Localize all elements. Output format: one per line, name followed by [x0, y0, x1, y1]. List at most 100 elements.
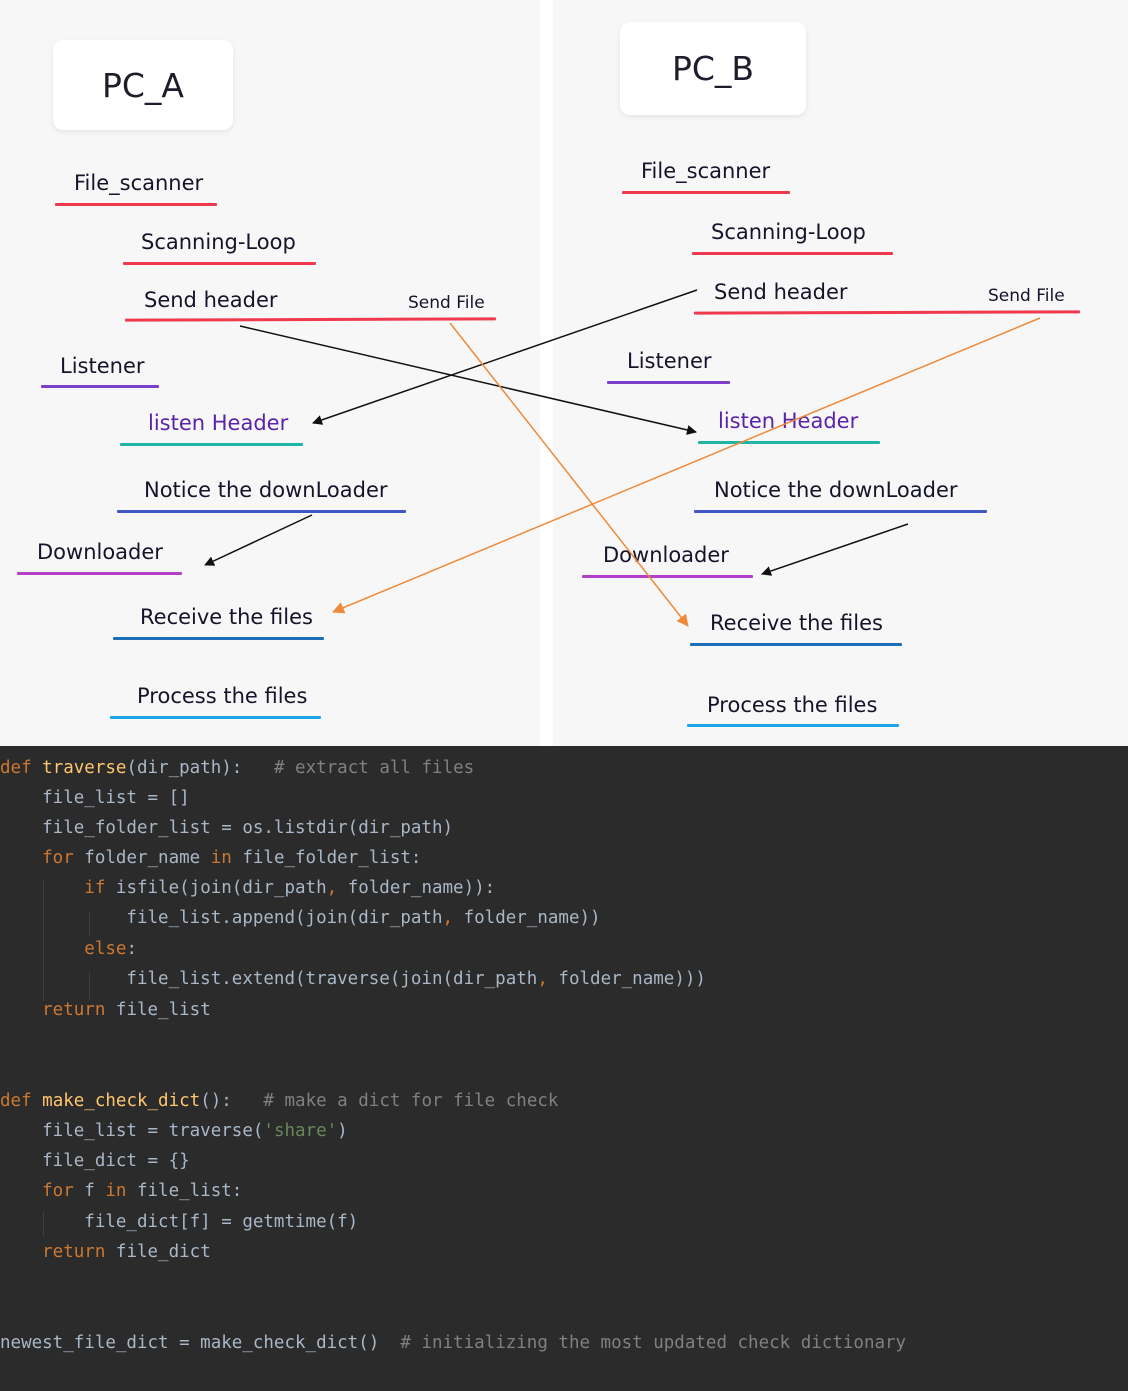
code-line: return file_list: [0, 998, 211, 1022]
code-line: file_list.append(join(dir_path, folder_n…: [0, 906, 601, 930]
code-token: ): [337, 1121, 348, 1141]
pc-b-scanning-loop-underline: [692, 252, 893, 255]
code-token: ,: [326, 878, 348, 898]
pc-b-receive-files: Receive the files: [710, 611, 883, 635]
code-token: # initializing the most updated check di…: [400, 1333, 907, 1353]
code-line: file_list = traverse('share'): [0, 1119, 348, 1143]
pc-a-notice-downloader: Notice the downLoader: [144, 478, 388, 502]
pc-a-listener-underline: [41, 385, 159, 388]
code-token: file_list = traverse(: [0, 1121, 264, 1141]
pc-a-title: PC_A: [101, 65, 185, 105]
pc-a-receive-files-underline: [113, 637, 324, 640]
indent-guide: [43, 881, 44, 1001]
code-token: file_list: [115, 1000, 211, 1020]
pc-b-listen-header: listen Header: [718, 409, 859, 433]
code-token: def: [0, 1091, 43, 1111]
code-token: file_list.extend(traverse(join(dir_path: [0, 969, 538, 989]
code-token: folder_name: [84, 848, 211, 868]
code-token: # extract all files: [273, 758, 475, 778]
code-token: traverse: [42, 758, 127, 778]
pc-b-scanning-loop: Scanning-Loop: [711, 220, 866, 244]
code-token: ():: [200, 1091, 264, 1111]
code-token: :: [126, 939, 137, 959]
indent-guide: [43, 1212, 44, 1236]
code-token: f: [84, 1181, 106, 1201]
pc-b-listener: Listener: [627, 349, 712, 373]
code-token: file_dict[f] = getmtime(f): [0, 1212, 359, 1232]
pc-b-process-files-underline: [687, 724, 899, 727]
pc-a-receive-files: Receive the files: [140, 605, 313, 629]
code-editor: def traverse(dir_path): # extract all fi…: [0, 746, 1128, 1391]
code-token: in: [105, 1181, 137, 1201]
pc-b-downloader-underline: [582, 575, 753, 578]
pc-b-file-scanner: File_scanner: [641, 159, 771, 183]
code-token: (dir_path):: [126, 758, 274, 778]
pc-a-listener: Listener: [60, 354, 145, 378]
code-line: for folder_name in file_folder_list:: [0, 846, 421, 870]
code-token: # make a dict for file check: [263, 1091, 559, 1111]
code-token: file_dict: [115, 1242, 211, 1262]
code-line: else:: [0, 937, 137, 961]
code-line: for f in file_list:: [0, 1179, 242, 1203]
pc-b-file-scanner-underline: [622, 191, 790, 194]
pc-a-file-scanner-underline: [55, 203, 217, 206]
code-line: file_list = []: [0, 786, 190, 810]
code-token: make_check_dict: [42, 1091, 201, 1111]
pc-a-process-files: Process the files: [137, 684, 308, 708]
pc-a-listen-header: listen Header: [148, 411, 289, 435]
pc-a-downloader-underline: [17, 572, 182, 575]
code-token: isfile(join(dir_path: [115, 878, 327, 898]
pc-b-send-file: Send File: [988, 286, 1065, 306]
pc-a-listen-header-underline: [120, 443, 303, 446]
code-token: 'share': [263, 1121, 338, 1141]
code-line: return file_dict: [0, 1240, 211, 1264]
indent-guide: [89, 912, 90, 936]
code-token: for: [0, 848, 85, 868]
pc-a-downloader: Downloader: [37, 540, 163, 564]
code-line: def make_check_dict(): # make a dict for…: [0, 1089, 558, 1113]
pc-b-send-header: Send header: [714, 280, 848, 304]
pc-b-title: PC_B: [671, 49, 755, 88]
code-token: ,: [442, 908, 464, 928]
code-token: in: [210, 848, 243, 868]
code-line: def traverse(dir_path): # extract all fi…: [0, 756, 474, 780]
code-token: folder_name)):: [347, 878, 496, 898]
pc-b-process-files: Process the files: [707, 693, 878, 717]
pc-b-receive-files-underline: [690, 643, 902, 646]
code-token: for: [0, 1181, 85, 1201]
code-token: folder_name))): [558, 969, 706, 989]
pc-b-card: PC_B: [620, 22, 806, 115]
code-line: file_folder_list = os.listdir(dir_path): [0, 816, 453, 840]
pc-a-send-underline: [124, 317, 497, 322]
code-token: file_folder_list:: [242, 848, 422, 868]
code-token: return: [0, 1242, 116, 1262]
code-line: file_dict = {}: [0, 1149, 190, 1173]
code-token: else: [0, 939, 127, 959]
code-line: if isfile(join(dir_path, folder_name)):: [0, 876, 495, 900]
code-token: file_list.append(join(dir_path: [0, 908, 443, 928]
arrow-b-notice-to-downloader: [761, 523, 909, 576]
code-token: file_dict = {}: [0, 1151, 190, 1171]
code-token: file_list:: [136, 1181, 243, 1201]
code-token: newest_file_dict = make_check_dict(): [0, 1333, 401, 1353]
pc-b-notice-downloader: Notice the downLoader: [714, 478, 958, 502]
pc-b-send-underline: [693, 310, 1081, 315]
pc-b-downloader: Downloader: [603, 543, 729, 567]
pc-b-notice-downloader-underline: [694, 510, 987, 513]
pc-a-send-header: Send header: [144, 288, 278, 312]
pc-a-notice-downloader-underline: [117, 510, 406, 513]
arrow-a-header-to-b-listen: [239, 325, 697, 435]
code-token: folder_name)): [463, 908, 601, 928]
pc-a-scanning-loop: Scanning-Loop: [141, 230, 296, 254]
indent-guide: [89, 972, 90, 1000]
code-token: def: [0, 758, 43, 778]
code-token: file_folder_list = os.listdir(dir_path): [0, 818, 454, 838]
code-line: newest_file_dict = make_check_dict() # i…: [0, 1331, 906, 1355]
pc-a-card: PC_A: [53, 40, 233, 130]
pc-b-listener-underline: [607, 381, 730, 384]
pc-a-process-files-underline: [110, 716, 321, 719]
arrow-a-notice-to-downloader: [204, 514, 313, 566]
code-line: file_list.extend(traverse(join(dir_path,…: [0, 967, 706, 991]
pc-b-listen-header-underline: [698, 441, 880, 444]
code-line: file_dict[f] = getmtime(f): [0, 1210, 358, 1234]
